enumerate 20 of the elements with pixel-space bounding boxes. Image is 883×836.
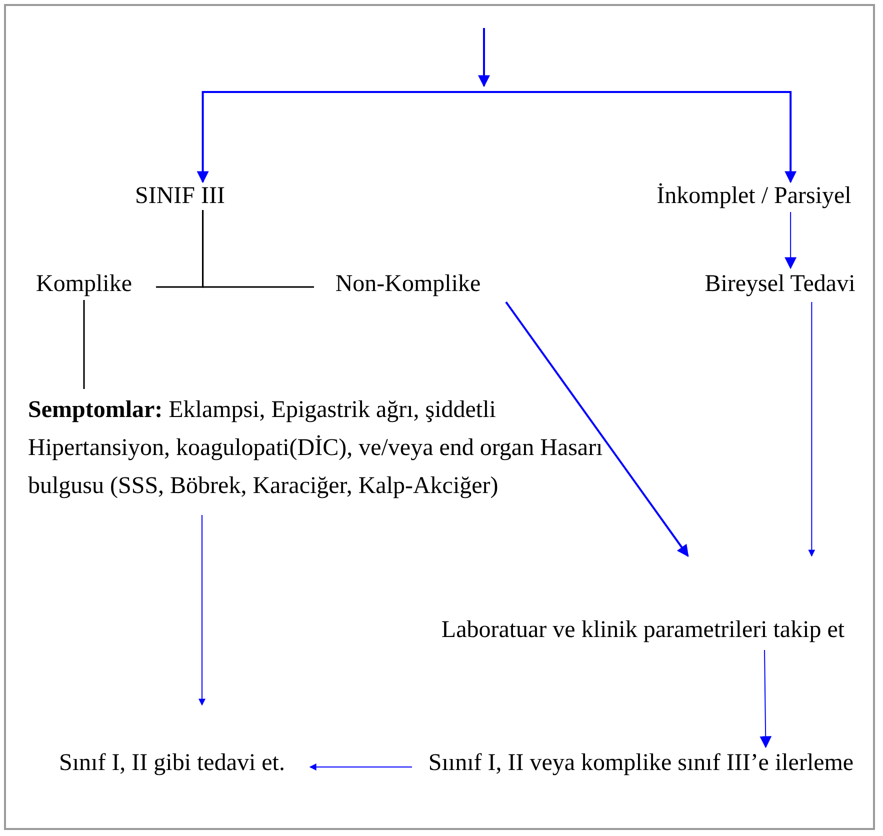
arrow [196, 91, 484, 184]
node-text: Semptomlar: Eklampsi, Epigastrik ağrı, şiddetli Hipertansiyon, koagulopati(DİC), ve/veya end organ Hasarı bulgusu (SSS, Böbrek, Karaciğer, Kalp-Akciğer) [28, 391, 608, 505]
arrow [505, 301, 689, 557]
node-text: İnkomplet / Parsiyel [636, 182, 872, 210]
arrow [760, 650, 772, 748]
arrow [784, 212, 797, 270]
node-text: SINIF III [120, 182, 240, 210]
node-text: Bireysel Tedavi [692, 270, 868, 298]
arrow [478, 28, 490, 88]
node-text: Komplike [28, 270, 140, 298]
node-text: Non-Komplike [316, 270, 500, 298]
arrow [198, 514, 206, 706]
arrow [309, 764, 412, 770]
arrow [808, 302, 816, 557]
node-text: Sınıf I, II gibi tedavi et. [42, 749, 302, 777]
node-text: Sıınıf I, II veya komplike sınıf III’e ilerleme [410, 749, 872, 777]
connector-line [202, 210, 314, 288]
node-text: Laboratuar ve klinik parametrileri takip et [418, 616, 868, 644]
arrow [484, 91, 797, 184]
connector-line [83, 300, 85, 389]
